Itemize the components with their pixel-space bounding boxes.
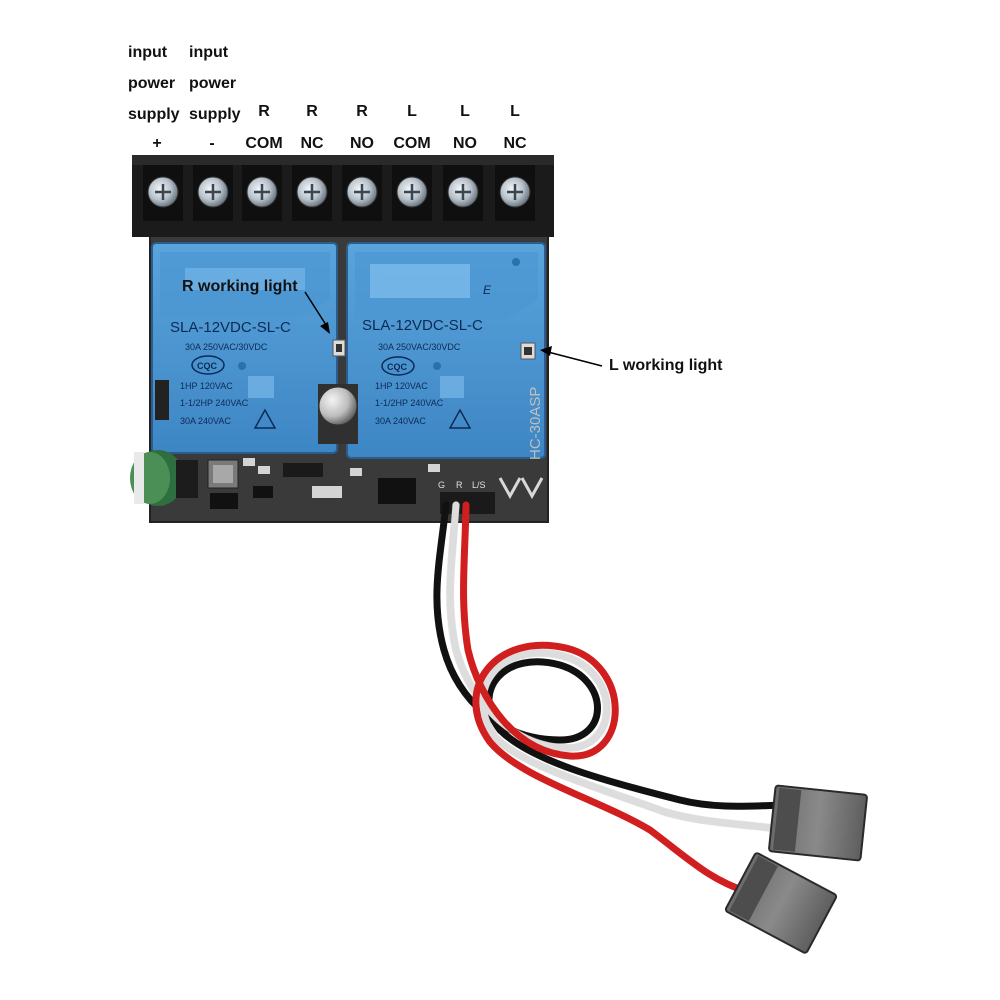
relay-left-spec1: 1HP 120VAC bbox=[180, 381, 233, 391]
terminal-screw-icon bbox=[242, 165, 282, 221]
terminal-screw-icon bbox=[342, 165, 382, 221]
arrow-r-working-light bbox=[304, 291, 330, 334]
smd-components bbox=[155, 380, 440, 509]
pin-label-ls: L/S bbox=[472, 480, 486, 490]
callout-l-working-light: L working light bbox=[609, 357, 723, 374]
relay-left: SLA-12VDC-SL-C 30A 250VAC/30VDC CQC 1HP … bbox=[151, 242, 338, 454]
center-capacitor bbox=[318, 384, 358, 444]
label-l-nc: NC bbox=[503, 135, 527, 152]
cqc-logo-left bbox=[191, 355, 225, 375]
label-r-nc-side: R bbox=[306, 103, 318, 120]
label-l-com: COM bbox=[393, 135, 431, 152]
green-capacitor bbox=[130, 450, 198, 506]
relay-left-model: SLA-12VDC-SL-C bbox=[170, 319, 291, 336]
relay-right-spec1: 1HP 120VAC bbox=[375, 381, 428, 391]
label-l-nc-side: L bbox=[510, 103, 520, 120]
callout-r-working-light: R working light bbox=[182, 278, 298, 295]
label-r-com-side: R bbox=[258, 103, 270, 120]
terminal-screw-icon bbox=[143, 165, 183, 221]
label-minus-sign: - bbox=[209, 135, 215, 152]
label-r-no: NO bbox=[350, 135, 374, 152]
label-l-no: NO bbox=[453, 135, 477, 152]
l-working-led bbox=[520, 342, 536, 360]
terminal-screw-icon bbox=[392, 165, 432, 221]
warning-icon bbox=[253, 408, 277, 429]
cqc-logo-right bbox=[381, 356, 415, 376]
terminal-screw-icon bbox=[495, 165, 535, 221]
relay-right-spec3: 30A 240VAC bbox=[375, 416, 426, 426]
label-l-no-side: L bbox=[460, 103, 470, 120]
label-input-minus: input power supply bbox=[189, 44, 241, 123]
terminal-screw-icon bbox=[193, 165, 233, 221]
brand-logo bbox=[498, 477, 544, 500]
label-plus-sign: + bbox=[152, 135, 162, 152]
relay-right-model: SLA-12VDC-SL-C bbox=[362, 317, 483, 334]
label-r-nc: NC bbox=[300, 135, 324, 152]
relay-left-spec3: 30A 240VAC bbox=[180, 416, 231, 426]
terminal-screw-icon bbox=[292, 165, 332, 221]
label-l-com-side: L bbox=[407, 103, 417, 120]
connector-upper bbox=[768, 784, 868, 862]
arrow-l-working-light bbox=[540, 346, 603, 367]
board-model-label: HC-30ASP bbox=[527, 387, 544, 460]
relay-right: E SLA-12VDC-SL-C 30A 250VAC/30VDC CQC 1H… bbox=[346, 242, 546, 459]
terminal-screw-icon bbox=[443, 165, 483, 221]
connector-lower bbox=[724, 852, 838, 954]
terminal-block bbox=[132, 155, 554, 237]
relay-right-mark: E bbox=[483, 283, 492, 297]
pin-label-g: G bbox=[438, 480, 445, 490]
pin-label-r: R bbox=[456, 480, 463, 490]
label-input-plus: input power supply bbox=[128, 44, 180, 123]
relay-right-spec2: 1-1/2HP 240VAC bbox=[375, 398, 444, 408]
relay-left-spec2: 1-1/2HP 240VAC bbox=[180, 398, 249, 408]
r-working-led bbox=[332, 339, 346, 357]
svg-text:CQC: CQC bbox=[387, 362, 408, 372]
relay-left-rating: 30A 250VAC/30VDC bbox=[185, 342, 268, 352]
relay-right-rating: 30A 250VAC/30VDC bbox=[378, 342, 461, 352]
label-r-com: COM bbox=[245, 135, 283, 152]
svg-text:CQC: CQC bbox=[197, 361, 218, 371]
label-r-no-side: R bbox=[356, 103, 368, 120]
servo-cable bbox=[433, 501, 794, 896]
